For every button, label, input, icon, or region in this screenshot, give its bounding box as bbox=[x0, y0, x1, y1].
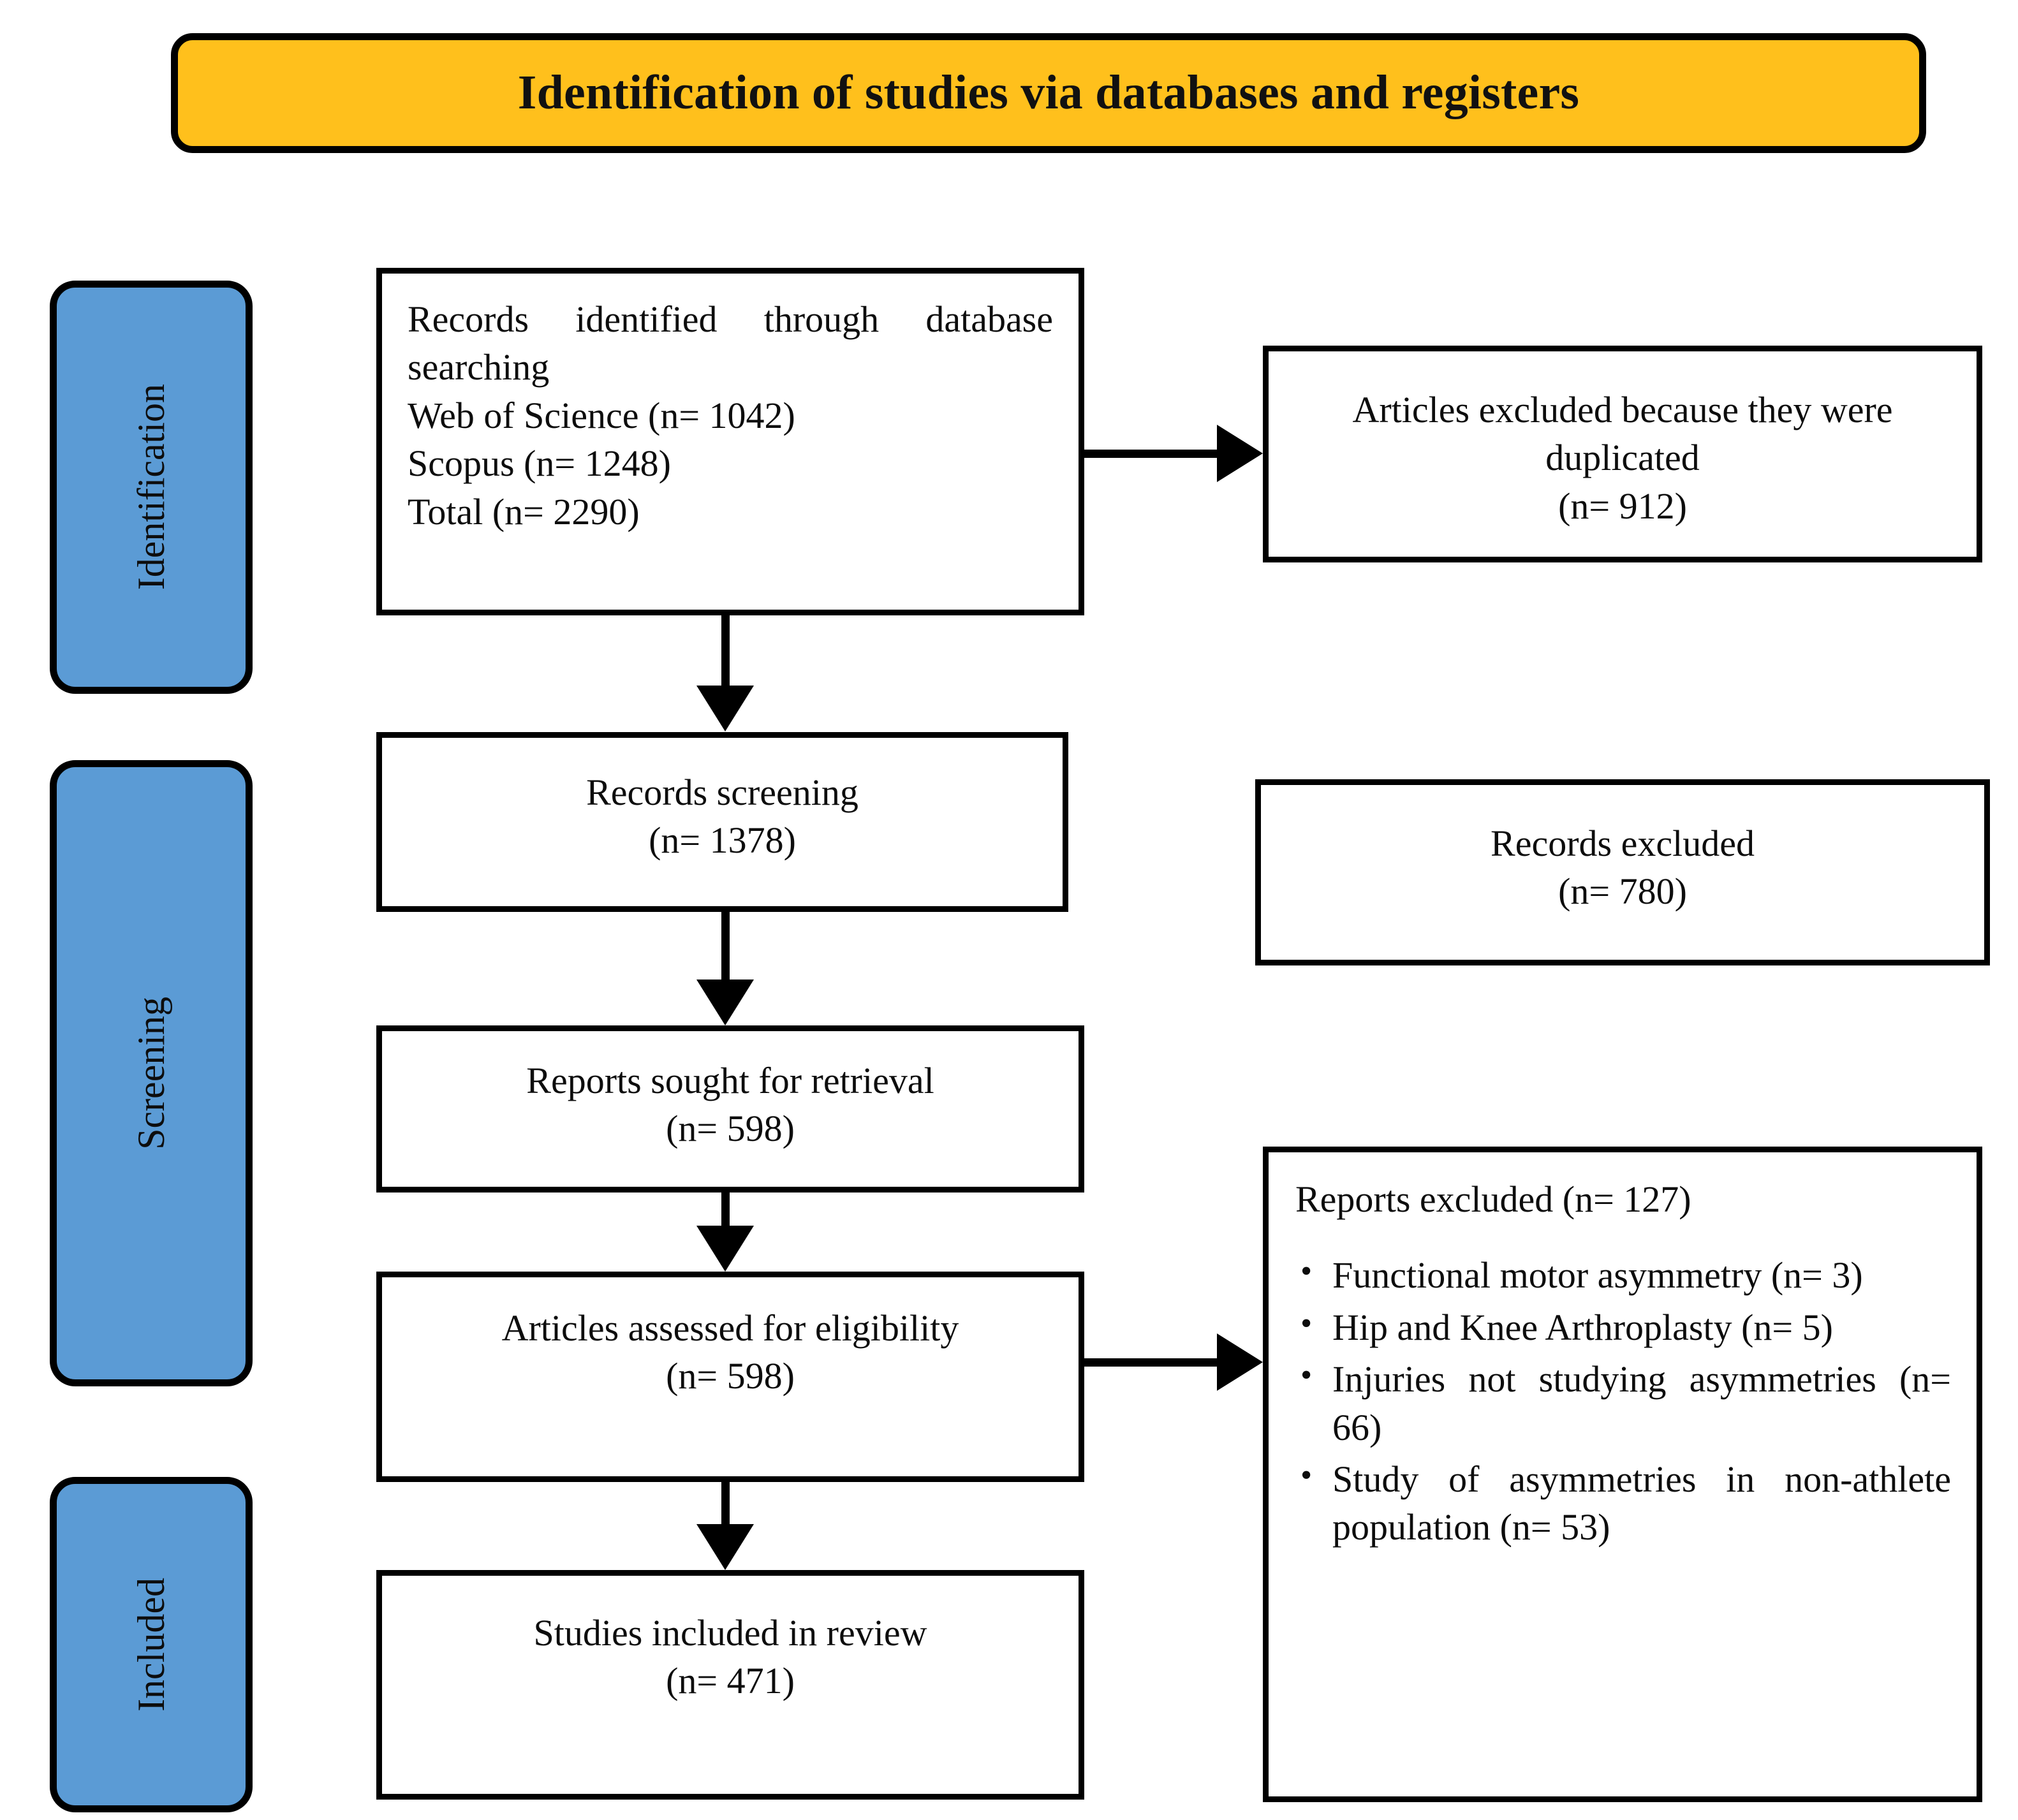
stage-pill-identification: Identification bbox=[50, 281, 253, 694]
list-item: Functional motor asymmetry (n= 3) bbox=[1295, 1250, 1951, 1299]
articles-assessed-line2: (n= 598) bbox=[666, 1355, 795, 1397]
box-articles-assessed-for-eligibility: Articles assessed for eligibility (n= 59… bbox=[376, 1272, 1084, 1482]
connector-sought-to-assessed-arrowhead bbox=[696, 1226, 754, 1272]
articles-duplicated-line1: Articles excluded because they were dupl… bbox=[1352, 389, 1893, 479]
connector-identified-to-screening-arrowhead bbox=[696, 686, 754, 731]
records-identified-line1: Records identified through database sear… bbox=[408, 298, 1053, 388]
stage-pill-included: Included bbox=[50, 1477, 253, 1812]
connector-assessed-to-reports-excluded-line bbox=[1084, 1358, 1217, 1367]
connector-screening-to-sought-line bbox=[721, 912, 730, 980]
reports-excluded-title: Reports excluded (n= 127) bbox=[1295, 1178, 1691, 1220]
connector-sought-to-assessed-line bbox=[721, 1193, 730, 1226]
box-records-identified: Records identified through database sear… bbox=[376, 268, 1084, 615]
stage-label-screening: Screening bbox=[130, 997, 172, 1150]
records-excluded-line2: (n= 780) bbox=[1558, 870, 1687, 913]
articles-assessed-line1: Articles assessed for eligibility bbox=[501, 1307, 959, 1349]
box-articles-excluded-duplicated: Articles excluded because they were dupl… bbox=[1263, 346, 1982, 562]
connector-identified-to-duplicated-arrowhead bbox=[1217, 425, 1263, 482]
studies-included-line2: (n= 471) bbox=[666, 1660, 795, 1702]
reports-excluded-reason-list: Functional motor asymmetry (n= 3) Hip an… bbox=[1295, 1250, 1951, 1552]
records-identified-line3: Scopus (n= 1248) bbox=[408, 443, 671, 485]
box-reports-sought-for-retrieval: Reports sought for retrieval (n= 598) bbox=[376, 1025, 1084, 1193]
connector-identified-to-duplicated-line bbox=[1084, 450, 1217, 458]
header-banner: Identification of studies via databases … bbox=[171, 33, 1926, 153]
stage-label-identification: Identification bbox=[130, 384, 172, 591]
records-excluded-line1: Records excluded bbox=[1491, 823, 1755, 864]
articles-duplicated-line2: (n= 912) bbox=[1558, 485, 1687, 527]
reports-sought-line2: (n= 598) bbox=[666, 1108, 795, 1150]
box-records-screening: Records screening (n= 1378) bbox=[376, 732, 1068, 912]
box-studies-included-in-review: Studies included in review (n= 471) bbox=[376, 1570, 1084, 1800]
box-records-excluded: Records excluded (n= 780) bbox=[1255, 779, 1990, 965]
list-item: Study of asymmetries in non-athlete popu… bbox=[1295, 1454, 1951, 1552]
studies-included-line1: Studies included in review bbox=[533, 1612, 927, 1654]
connector-assessed-to-reports-excluded-arrowhead bbox=[1217, 1333, 1263, 1391]
stage-label-included: Included bbox=[130, 1578, 172, 1712]
records-identified-line2: Web of Science (n= 1042) bbox=[408, 394, 795, 436]
connector-assessed-to-included-arrowhead bbox=[696, 1524, 754, 1570]
reports-sought-line1: Reports sought for retrieval bbox=[526, 1060, 934, 1101]
connector-screening-to-sought-arrowhead bbox=[696, 980, 754, 1025]
stage-pill-screening: Screening bbox=[50, 760, 253, 1386]
connector-assessed-to-included-line bbox=[721, 1482, 730, 1524]
connector-identified-to-screening-line bbox=[721, 615, 730, 686]
list-item: Hip and Knee Arthroplasty (n= 5) bbox=[1295, 1302, 1951, 1351]
records-screening-line1: Records screening bbox=[586, 772, 858, 813]
records-screening-line2: (n= 1378) bbox=[649, 819, 796, 862]
box-reports-excluded: Reports excluded (n= 127) Functional mot… bbox=[1263, 1147, 1982, 1802]
list-item: Injuries not studying asymmetries (n= 66… bbox=[1295, 1354, 1951, 1451]
page-title: Identification of studies via databases … bbox=[517, 66, 1580, 120]
records-identified-line4: Total (n= 2290) bbox=[408, 490, 640, 532]
